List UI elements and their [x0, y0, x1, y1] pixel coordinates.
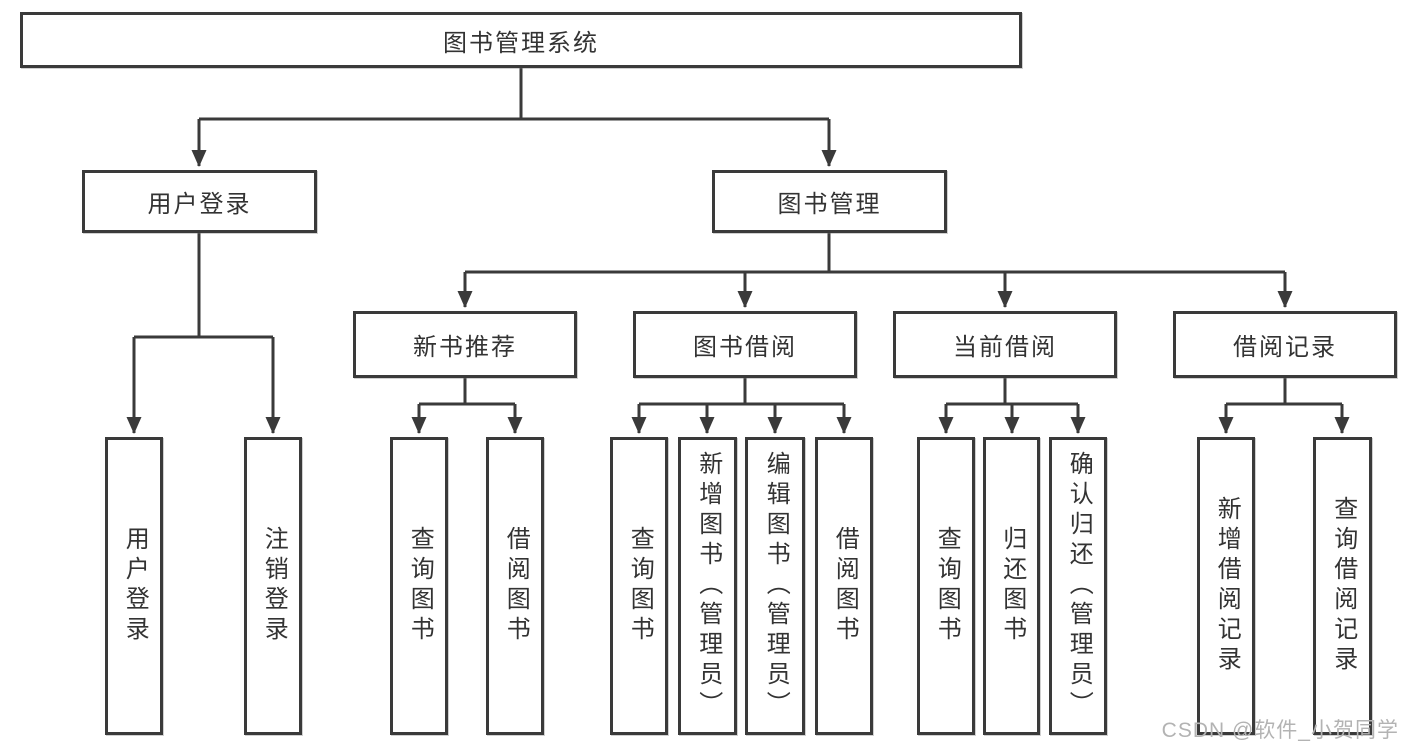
- node-label: 新增图书（管理员）: [694, 451, 722, 721]
- node-label: 当前借阅: [953, 334, 1057, 361]
- leaf-confirm-return-admin: 确认归还（管理员）: [1049, 437, 1107, 735]
- connector-user-login-children: [126, 233, 281, 434]
- node-label: 查询图书: [626, 526, 654, 646]
- leaf-query-books-current: 查询图书: [917, 437, 975, 735]
- node-library-management-system: 图书管理系统: [20, 12, 1022, 68]
- connector-root-to-level2: [191, 68, 837, 167]
- leaf-edit-book-admin: 编辑图书（管理员）: [745, 437, 805, 735]
- node-current-borrow: 当前借阅: [893, 311, 1117, 378]
- node-user-login: 用户登录: [82, 170, 317, 233]
- node-label: 查询图书: [406, 526, 434, 646]
- leaf-query-books-recommend: 查询图书: [390, 437, 448, 735]
- leaf-logout: 注销登录: [244, 437, 302, 735]
- leaf-user-login: 用户登录: [105, 437, 163, 735]
- node-label: 确认归还（管理员）: [1065, 451, 1093, 721]
- node-label: 借阅图书: [502, 526, 530, 646]
- node-label: 注销登录: [260, 526, 288, 646]
- node-label: 图书管理系统: [443, 29, 599, 57]
- node-label: 新增借阅记录: [1213, 496, 1241, 676]
- leaf-query-borrow-record: 查询借阅记录: [1313, 437, 1372, 735]
- node-label: 借阅图书: [831, 526, 859, 646]
- node-label: 图书借阅: [693, 334, 797, 361]
- connector-book-borrow-children: [631, 378, 852, 434]
- node-label: 新书推荐: [413, 334, 517, 361]
- node-book-borrow: 图书借阅: [633, 311, 857, 378]
- node-borrow-records: 借阅记录: [1173, 311, 1397, 378]
- connector-borrow-records-children: [1218, 378, 1350, 434]
- leaf-return-books: 归还图书: [983, 437, 1040, 735]
- connector-current-borrow-children: [938, 378, 1086, 434]
- node-label: 借阅记录: [1233, 334, 1337, 361]
- leaf-add-book-admin: 新增图书（管理员）: [678, 437, 737, 735]
- node-label: 查询图书: [933, 526, 961, 646]
- node-label: 用户登录: [121, 526, 149, 646]
- node-label: 用户登录: [147, 191, 252, 218]
- node-book-management: 图书管理: [712, 170, 947, 233]
- leaf-add-borrow-record: 新增借阅记录: [1197, 437, 1255, 735]
- leaf-borrow-books-recommend: 借阅图书: [486, 437, 544, 735]
- node-label: 查询借阅记录: [1329, 496, 1357, 676]
- connector-book-management-children: [457, 233, 1293, 308]
- csdn-watermark: CSDN @软件_小贺同学: [1161, 719, 1399, 742]
- leaf-query-books-borrow: 查询图书: [610, 437, 668, 735]
- leaf-borrow-books: 借阅图书: [815, 437, 873, 735]
- node-label: 图书管理: [777, 191, 882, 218]
- node-label: 归还图书: [998, 526, 1026, 646]
- connector-new-book-recommend-children: [411, 378, 523, 434]
- node-label: 编辑图书（管理员）: [762, 451, 790, 721]
- node-new-book-recommend: 新书推荐: [353, 311, 577, 378]
